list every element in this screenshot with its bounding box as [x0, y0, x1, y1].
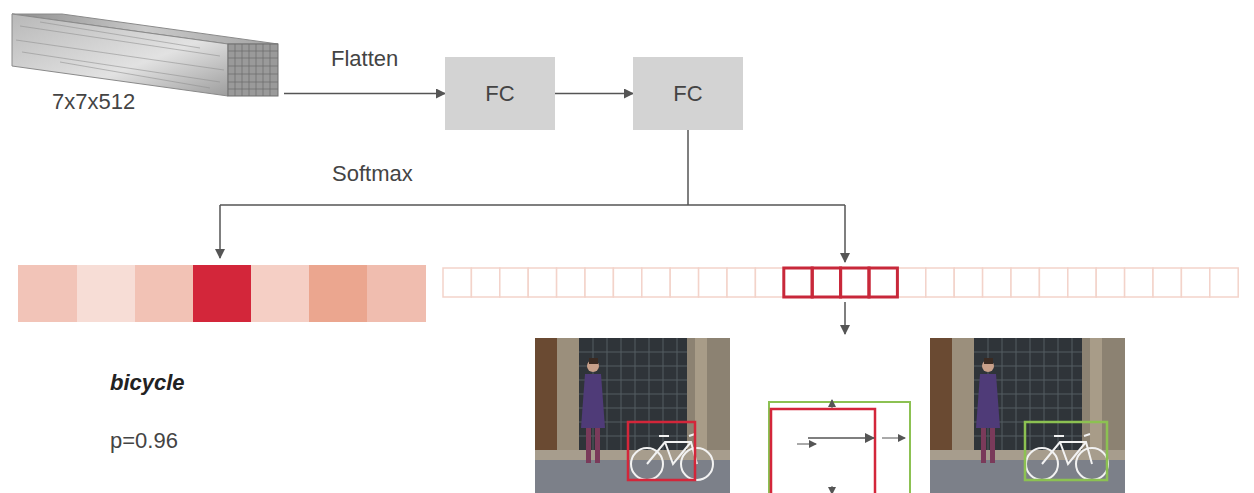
vector-cell [500, 268, 528, 297]
layer-label: FC [485, 81, 514, 106]
vector-cell [727, 268, 755, 297]
vector-cell [784, 268, 812, 297]
fc-layer-box: FC [633, 57, 743, 130]
highlight-cell [812, 268, 840, 297]
vector-cell [1039, 268, 1067, 297]
class-label: bicycle [110, 370, 185, 395]
vector-cell [983, 268, 1011, 297]
edge-label: Flatten [329, 46, 400, 71]
vector-cell [1210, 268, 1238, 297]
vector-cell [670, 268, 698, 297]
dimension-label: 7x7x512 [52, 89, 135, 114]
branch-label: Softmax [332, 161, 413, 186]
flow-arrow [555, 93, 633, 95]
vector-cell [926, 268, 954, 297]
vector-cell [613, 268, 641, 297]
vector-cell [1096, 268, 1124, 297]
vector-cell [897, 268, 925, 297]
probability-label: p=0.96 [110, 428, 178, 453]
highlight-cell [869, 268, 897, 297]
vector-cell [1011, 268, 1039, 297]
highlight-cell [841, 268, 869, 297]
vector-cell [1181, 268, 1209, 297]
vector-cell [1068, 268, 1096, 297]
vector-cell [954, 268, 982, 297]
vector-cell [557, 268, 585, 297]
fc-layer-box: FC [445, 57, 555, 130]
feature-map-node: 7x7x512 [8, 6, 284, 122]
vector-cell [528, 268, 556, 297]
vector-cell [642, 268, 670, 297]
highlight-cell [784, 268, 812, 297]
vector-cell [443, 268, 471, 297]
vector-cell [699, 268, 727, 297]
vector-cell [869, 268, 897, 297]
vector-cell [471, 268, 499, 297]
vector-cell [1153, 268, 1181, 297]
vector-cell [1125, 268, 1153, 297]
vector-cell [841, 268, 869, 297]
flow-arrow [284, 93, 445, 95]
vector-cell [585, 268, 613, 297]
vector-cell [755, 268, 783, 297]
layer-label: FC [673, 81, 702, 106]
vector-cell [812, 268, 840, 297]
